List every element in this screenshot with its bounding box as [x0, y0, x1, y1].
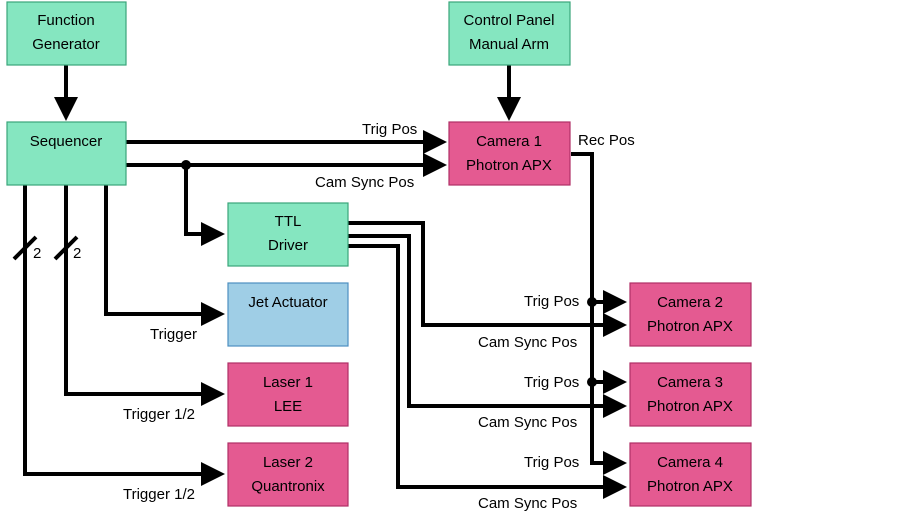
junction-dot-cam3	[587, 377, 597, 387]
label-bus-width-laser2: 2	[33, 245, 41, 262]
laser2-line1: Laser 2	[263, 454, 313, 471]
label-trig-pos-cam1: Trig Pos	[362, 121, 417, 138]
box-camera2: Camera 2 Photron APX	[629, 282, 752, 347]
camera4-line1: Camera 4	[657, 454, 723, 471]
control-panel-line2: Manual Arm	[469, 36, 549, 53]
label-trig-pos-cam2: Trig Pos	[524, 293, 579, 310]
box-camera3: Camera 3 Photron APX	[629, 362, 752, 427]
wire-seq-laser2	[23, 185, 225, 486]
wire-labels: Trig Pos Cam Sync Pos Rec Pos Trig Pos C…	[33, 121, 635, 512]
sequencer-label: Sequencer	[30, 133, 103, 150]
label-cam-sync-pos-cam3: Cam Sync Pos	[478, 414, 577, 431]
wires	[12, 65, 627, 499]
label-cam-sync-pos-cam2: Cam Sync Pos	[478, 334, 577, 351]
bus-slash-laser1	[53, 235, 79, 261]
camera1-line2: Photron APX	[466, 157, 552, 174]
ttl-driver-line2: Driver	[268, 237, 308, 254]
label-trigger-jet: Trigger	[150, 326, 197, 343]
camera1-line1: Camera 1	[476, 133, 542, 150]
camera4-line2: Photron APX	[647, 478, 733, 495]
ttl-driver-line1: TTL	[275, 213, 302, 230]
wire-rec-pos	[571, 152, 627, 475]
control-panel-line1: Control Panel	[464, 12, 555, 29]
label-rec-pos: Rec Pos	[578, 132, 635, 149]
camera3-line1: Camera 3	[657, 374, 723, 391]
bus-slash-laser2	[12, 235, 38, 261]
box-ttl-driver: TTL Driver	[227, 202, 349, 267]
label-trigger-laser1: Trigger 1/2	[123, 406, 195, 423]
box-function-generator: Function Generator	[6, 1, 127, 66]
box-laser1: Laser 1 LEE	[227, 362, 349, 427]
laser2-line2: Quantronix	[251, 478, 325, 495]
laser1-line1: Laser 1	[263, 374, 313, 391]
wire-seq-laser1	[64, 185, 225, 406]
wire-sync-to-ttl	[184, 165, 225, 246]
label-cam-sync-pos-cam1: Cam Sync Pos	[315, 174, 414, 191]
label-bus-width-laser1: 2	[73, 245, 81, 262]
label-trig-pos-cam4: Trig Pos	[524, 454, 579, 471]
box-camera1: Camera 1 Photron APX	[448, 121, 571, 186]
wire-ttl-sync-cam4	[348, 244, 627, 499]
junction-dot-sync	[181, 160, 191, 170]
wire-ttl-sync-cam3	[348, 234, 627, 418]
wire-seq-jet	[104, 185, 225, 326]
function-generator-line2: Generator	[32, 36, 100, 53]
camera3-line2: Photron APX	[647, 398, 733, 415]
jet-actuator-label: Jet Actuator	[248, 294, 327, 311]
box-jet-actuator: Jet Actuator	[227, 282, 349, 347]
box-sequencer: Sequencer	[6, 121, 127, 186]
box-laser2: Laser 2 Quantronix	[227, 442, 349, 507]
camera2-line1: Camera 2	[657, 294, 723, 311]
wire-ttl-sync-cam2	[348, 221, 627, 337]
label-trig-pos-cam3: Trig Pos	[524, 374, 579, 391]
label-cam-sync-pos-cam4: Cam Sync Pos	[478, 495, 577, 512]
function-generator-line1: Function	[37, 12, 95, 29]
camera2-line2: Photron APX	[647, 318, 733, 335]
laser1-line2: LEE	[274, 398, 302, 415]
box-control-panel: Control Panel Manual Arm	[448, 1, 571, 66]
junction-dot-cam2	[587, 297, 597, 307]
box-camera4: Camera 4 Photron APX	[629, 442, 752, 507]
label-trigger-laser2: Trigger 1/2	[123, 486, 195, 503]
